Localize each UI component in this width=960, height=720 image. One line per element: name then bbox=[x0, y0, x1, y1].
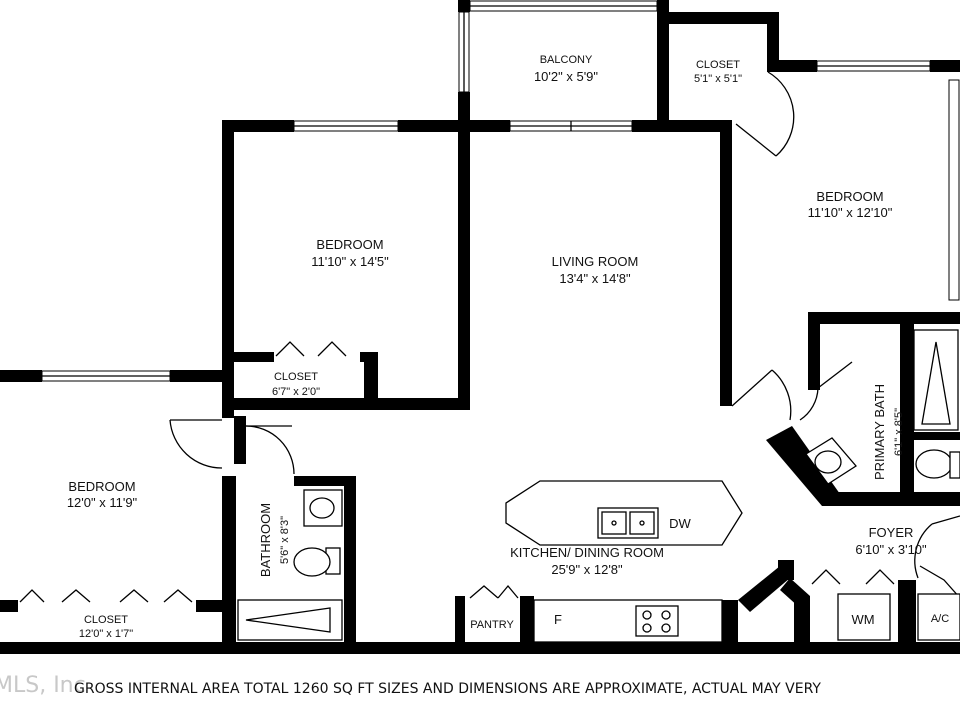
room-kitchen-name: KITCHEN/ DINING ROOM bbox=[510, 545, 664, 560]
room-bedroom-center-dims: 11'10" x 14'5" bbox=[311, 254, 389, 269]
room-foyer-dims: 6'10" x 3'10" bbox=[855, 542, 927, 557]
fridge-label: F bbox=[554, 612, 562, 627]
room-closet-top-dims: 5'1" x 5'1" bbox=[694, 73, 742, 85]
primary-bathtub bbox=[913, 329, 959, 431]
room-closet-left-dims: 12'0" x 1'7" bbox=[79, 628, 133, 640]
room-primary-bath-name: PRIMARY BATH bbox=[872, 384, 887, 480]
fixtures bbox=[237, 329, 960, 643]
room-closet-center-name: CLOSET bbox=[274, 371, 318, 383]
primary-toilet bbox=[915, 449, 953, 479]
doors bbox=[19, 71, 960, 603]
room-kitchen-dims: 25'9" x 12'8" bbox=[551, 562, 623, 577]
stove bbox=[635, 605, 679, 637]
room-closet-center-dims: 6'7" x 2'0" bbox=[272, 386, 320, 398]
pantry-label: PANTRY bbox=[470, 619, 514, 631]
room-living-room-name: LIVING ROOM bbox=[552, 254, 639, 269]
fixture-labels: DW F PANTRY WM A/C bbox=[470, 516, 949, 631]
room-living-room-dims: 13'4" x 14'8" bbox=[559, 271, 631, 286]
room-bedroom-left-dims: 12'0" x 11'9" bbox=[67, 495, 138, 510]
walls bbox=[0, 0, 960, 654]
footer-note: GROSS INTERNAL AREA TOTAL 1260 SQ FT SIZ… bbox=[74, 681, 821, 697]
room-bedroom-right-dims: 11'10" x 12'10" bbox=[808, 205, 893, 220]
room-bathroom-dims: 5'6" x 8'3" bbox=[279, 516, 291, 564]
room-bathroom-name: BATHROOM bbox=[258, 503, 273, 577]
washer-label: WM bbox=[851, 612, 874, 627]
room-closet-left-name: CLOSET bbox=[84, 614, 128, 626]
sink bbox=[309, 497, 335, 519]
room-balcony-name: BALCONY bbox=[540, 54, 593, 66]
windows bbox=[41, 0, 960, 382]
room-bedroom-left-name: BEDROOM bbox=[68, 479, 135, 494]
room-balcony-dims: 10'2" x 5'9" bbox=[534, 69, 598, 84]
dishwasher-label: DW bbox=[669, 516, 691, 531]
primary-sink bbox=[814, 450, 842, 474]
room-primary-bath-dims: 6'1" x 8'5" bbox=[893, 408, 905, 456]
room-closet-top-name: CLOSET bbox=[696, 59, 740, 71]
room-bedroom-right-name: BEDROOM bbox=[816, 189, 883, 204]
watermark-text: MLS, Inc bbox=[0, 673, 86, 698]
room-bedroom-center-name: BEDROOM bbox=[316, 237, 383, 252]
ac-label: A/C bbox=[931, 613, 949, 625]
bathtub bbox=[237, 599, 343, 641]
room-labels: BALCONY 10'2" x 5'9" CLOSET 5'1" x 5'1" … bbox=[67, 54, 927, 640]
toilet bbox=[293, 547, 331, 577]
room-foyer-name: FOYER bbox=[869, 525, 914, 540]
